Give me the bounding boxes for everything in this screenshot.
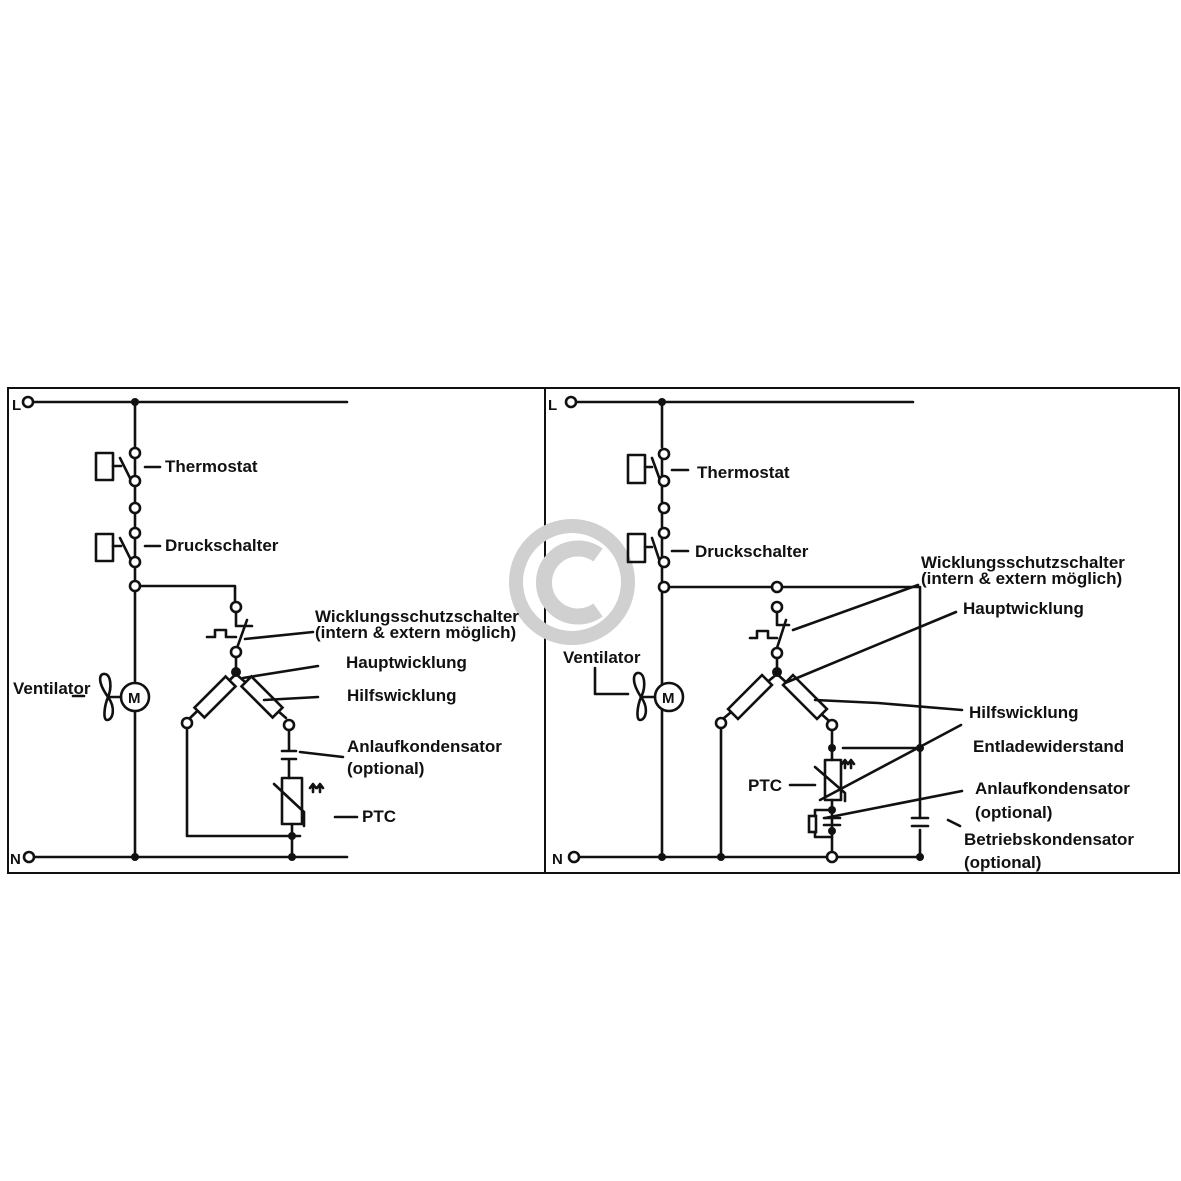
label-wicklungsschutz-2: (intern & extern möglich) — [315, 623, 516, 642]
label-druckschalter: Druckschalter — [695, 542, 809, 561]
label-betrieb-1: Betriebskondensator — [964, 830, 1134, 849]
terminal-n — [22, 850, 36, 864]
ptc-thermistor — [813, 758, 856, 803]
motor-windings — [714, 656, 839, 732]
copyright-watermark — [509, 519, 635, 645]
label-hilfswicklung: Hilfswicklung — [969, 703, 1079, 722]
label-wicklungsschutz-1: Wicklungsschutzschalter — [921, 553, 1125, 572]
terminal-n-label: N — [552, 851, 563, 868]
label-ptc: PTC — [748, 776, 782, 795]
motor-symbol: M — [662, 690, 675, 707]
motor-windings — [180, 655, 296, 732]
terminal-n-label: N — [10, 851, 21, 868]
label-druckschalter: Druckschalter — [165, 536, 279, 555]
label-ventilator: Ventilator — [13, 679, 91, 698]
thermostat-switch — [626, 447, 671, 540]
label-ventilator: Ventilator — [563, 648, 641, 667]
ptc-thermistor — [272, 776, 325, 828]
left-diagram: L N — [10, 395, 519, 868]
winding-protector-switch — [748, 580, 791, 677]
fan-icon — [98, 672, 123, 722]
label-betrieb-2: (optional) — [964, 853, 1041, 872]
label-hauptwicklung: Hauptwicklung — [346, 653, 467, 672]
terminal-l — [564, 395, 578, 409]
label-hauptwicklung: Hauptwicklung — [963, 599, 1084, 618]
terminal-l-label: L — [548, 397, 557, 414]
label-ptc: PTC — [362, 807, 396, 826]
terminal-n — [567, 850, 581, 864]
label-thermostat: Thermostat — [697, 463, 790, 482]
label-anlauf-1: Anlaufkondensator — [347, 737, 502, 756]
right-diagram: L N — [548, 395, 1134, 872]
label-anlauf-1: Anlaufkondensator — [975, 779, 1130, 798]
terminal-l — [21, 395, 35, 409]
label-anlauf-2: (optional) — [347, 759, 424, 778]
pressure-switch — [94, 532, 142, 593]
terminal-l-label: L — [12, 397, 21, 414]
outer-frame — [7, 387, 1180, 874]
fan-motor: M — [593, 666, 685, 722]
label-thermostat: Thermostat — [165, 457, 258, 476]
label-entladewiderstand: Entladewiderstand — [973, 737, 1124, 756]
run-capacitor — [910, 816, 930, 828]
thermostat-switch — [94, 446, 142, 540]
label-wicklungsschutz-1: Wicklungsschutzschalter — [315, 607, 519, 626]
motor-symbol: M — [128, 690, 141, 707]
pressure-switch — [626, 532, 671, 594]
fan-motor: M — [71, 672, 151, 722]
label-hilfswicklung: Hilfswicklung — [347, 686, 457, 705]
label-wicklungsschutz-2: (intern & extern möglich) — [921, 569, 1122, 588]
label-anlauf-2: (optional) — [975, 803, 1052, 822]
fan-icon — [632, 671, 657, 722]
